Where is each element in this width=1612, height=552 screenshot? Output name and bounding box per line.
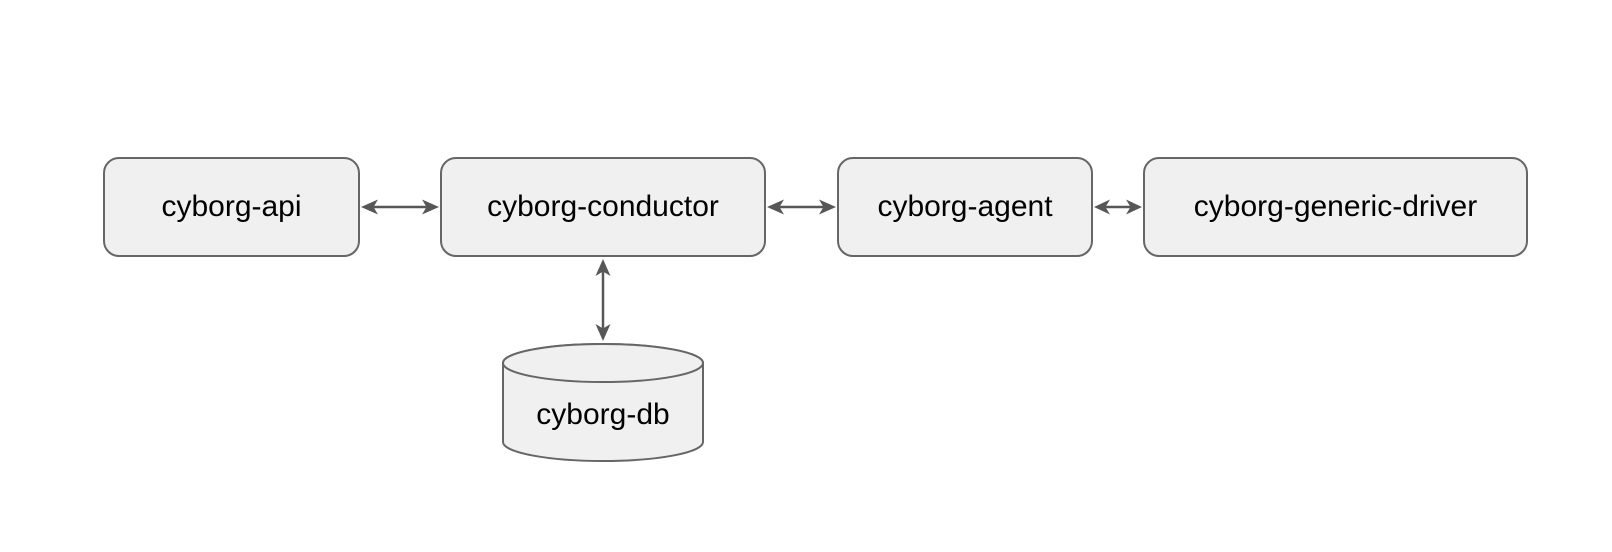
node-cyborg-agent-label: cyborg-agent bbox=[877, 190, 1053, 223]
node-cyborg-db-label: cyborg-db bbox=[536, 398, 670, 431]
node-cyborg-conductor: cyborg-conductor bbox=[440, 157, 766, 257]
node-cyborg-generic-driver-label: cyborg-generic-driver bbox=[1193, 190, 1478, 223]
bidirectional-arrow-conductor-db-icon bbox=[595, 259, 611, 341]
node-cyborg-generic-driver: cyborg-generic-driver bbox=[1143, 157, 1528, 257]
bidirectional-arrow-conductor-agent-icon bbox=[767, 199, 836, 215]
bidirectional-arrow-agent-driver-icon bbox=[1094, 199, 1142, 215]
bidirectional-arrow-api-conductor-icon bbox=[361, 199, 439, 215]
node-cyborg-conductor-label: cyborg-conductor bbox=[487, 190, 719, 223]
database-cylinder-icon bbox=[502, 343, 704, 462]
node-cyborg-agent: cyborg-agent bbox=[837, 157, 1093, 257]
node-cyborg-api: cyborg-api bbox=[103, 157, 360, 257]
node-cyborg-api-label: cyborg-api bbox=[161, 190, 302, 223]
node-cyborg-db: cyborg-db bbox=[502, 342, 704, 464]
